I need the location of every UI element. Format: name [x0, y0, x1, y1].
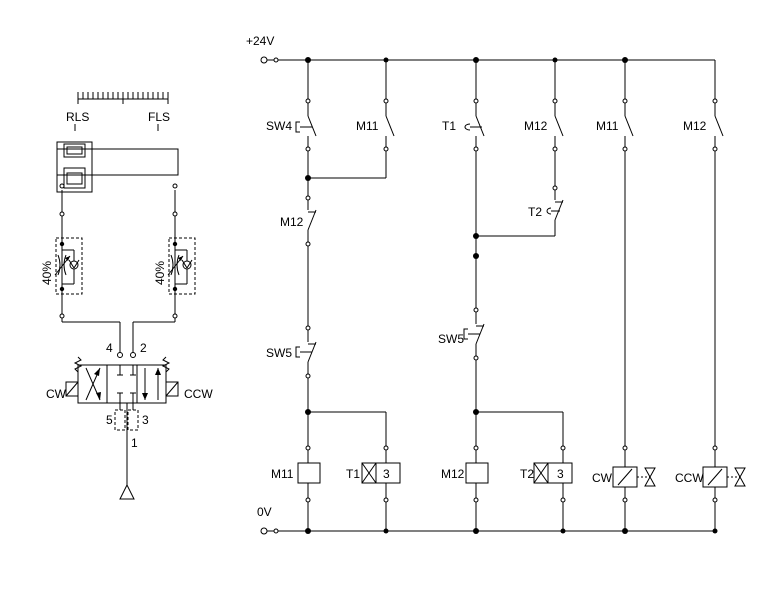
t2-coil-label: T2 — [520, 467, 534, 481]
sw4-label: SW4 — [266, 119, 292, 133]
terminal-points — [305, 98, 718, 503]
m11-relay-coil — [297, 462, 321, 484]
m12-ccw-contact — [714, 115, 724, 137]
sw5-stop-contact-rung2 — [463, 323, 485, 345]
port-1-label: 1 — [131, 436, 138, 450]
directional-valve-4-3 — [65, 356, 179, 404]
exhaust-silencers — [114, 403, 139, 485]
cw-valve-label: CW — [46, 387, 67, 401]
flow-percent-left: 40% — [40, 261, 54, 285]
m12-holding-contact — [554, 115, 564, 137]
sw5-stop-contact-rung1 — [295, 341, 317, 363]
cw-solenoid-coil — [612, 466, 656, 488]
position-scale — [77, 92, 169, 104]
m12-nc-label: M12 — [280, 215, 304, 229]
t1-timer-contact — [464, 115, 485, 137]
m11-coil-label: M11 — [271, 467, 294, 481]
flow-control-valve-right: 40% — [153, 237, 196, 295]
port-4-label: 4 — [106, 341, 113, 355]
sw5-label-rung1: SW5 — [266, 346, 292, 360]
flow-control-valve-left: 40% — [40, 237, 83, 295]
sw4-pushbutton-contact — [295, 115, 317, 137]
m12-contact-label: M12 — [524, 119, 548, 133]
supply-voltage-label: +24V — [246, 34, 274, 48]
pressure-source-icon — [119, 483, 135, 500]
t2-timer-contact — [546, 199, 564, 221]
ccw-valve-label: CCW — [184, 387, 213, 401]
t1-timer-coil — [361, 462, 401, 484]
t1-timer-value: 3 — [383, 467, 390, 481]
ladder-diagram: +24V 0V — [246, 34, 746, 535]
port-5-label: 5 — [106, 413, 113, 427]
rung-wires — [307, 60, 716, 531]
fls-label: FLS — [148, 110, 170, 124]
m12-nc-interlock-contact — [307, 209, 317, 231]
ccw-coil-label: CCW — [675, 471, 704, 485]
ground-rail — [260, 527, 715, 535]
t2-contact-label: T2 — [528, 205, 542, 219]
sw5-label-rung2: SW5 — [438, 332, 464, 346]
m11-cw-contact-label: M11 — [596, 119, 619, 133]
ccw-solenoid-coil — [702, 466, 746, 488]
port-3-label: 3 — [142, 413, 149, 427]
m11-contact-label: M11 — [356, 119, 379, 133]
right-flow-line — [133, 183, 178, 323]
m12-coil-label: M12 — [441, 467, 465, 481]
m11-holding-contact — [385, 115, 395, 137]
port-2-label: 2 — [140, 341, 147, 355]
cw-coil-label: CW — [592, 471, 613, 485]
m12-relay-coil — [465, 462, 489, 484]
left-flow-line — [59, 183, 120, 323]
rls-label: RLS — [66, 110, 89, 124]
t1-contact-label: T1 — [442, 119, 456, 133]
t2-timer-value: 3 — [557, 467, 564, 481]
m11-cw-contact — [624, 115, 634, 137]
m12-ccw-contact-label: M12 — [683, 119, 707, 133]
supply-rail — [260, 56, 715, 64]
t2-timer-coil — [533, 462, 573, 484]
junction-nodes — [305, 57, 718, 534]
pneumatic-circuit: RLS FLS — [40, 92, 213, 500]
flow-percent-right: 40% — [153, 261, 167, 285]
t1-coil-label: T1 — [346, 467, 360, 481]
ground-voltage-label: 0V — [257, 505, 272, 519]
rotary-actuator — [56, 141, 179, 193]
